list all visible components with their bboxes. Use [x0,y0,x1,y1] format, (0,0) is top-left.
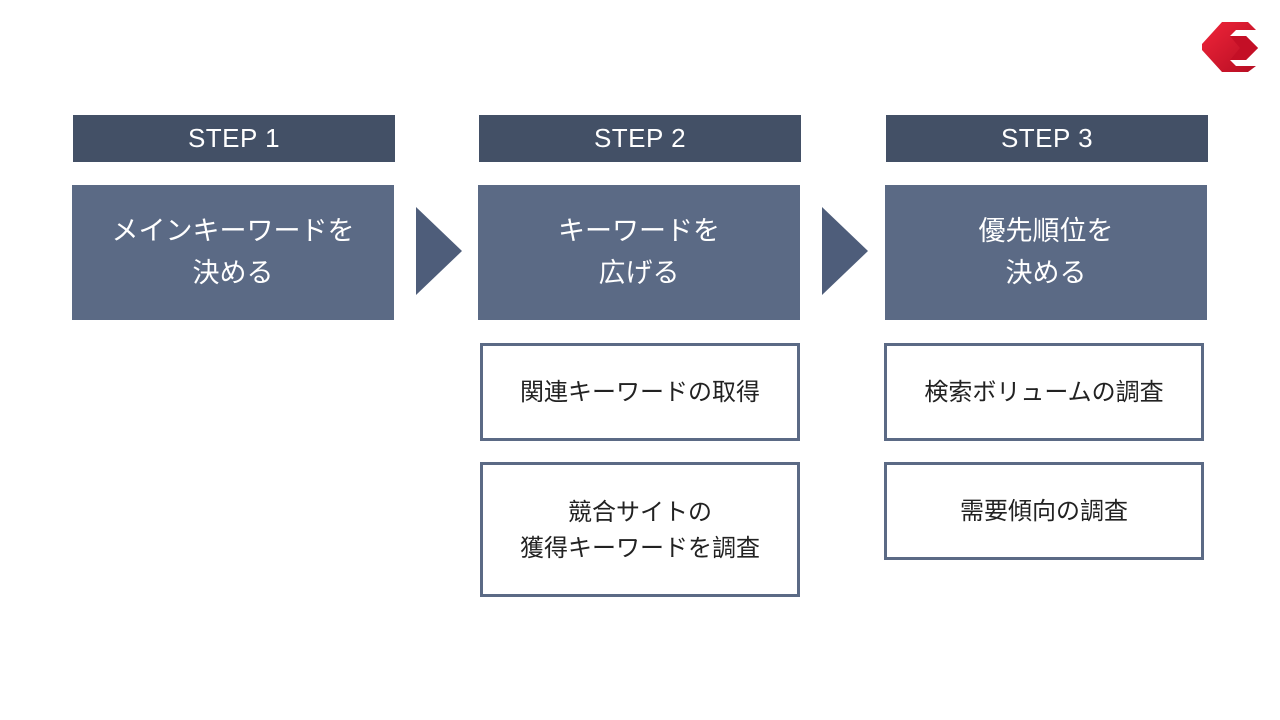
step-3-subtask-2: 需要傾向の調査 [884,462,1204,560]
step-3-subtask-1-label: 検索ボリュームの調査 [924,378,1164,406]
step-1-header: STEP 1 [73,115,395,162]
step-3-title: 優先順位を 決める [978,215,1114,289]
step-2-subtask-1: 関連キーワードの取得 [480,343,800,441]
step-2-subtask-2-label: 競合サイトの 獲得キーワードを調査 [520,497,760,562]
step-2-subtask-2: 競合サイトの 獲得キーワードを調査 [480,462,800,597]
step-1-title: メインキーワードを 決める [111,215,355,289]
step-2-box: キーワードを 広げる [478,185,800,320]
step-3-subtask-1: 検索ボリュームの調査 [884,343,1204,441]
step-1-box: メインキーワードを 決める [72,185,394,320]
chevron-right-icon [822,207,868,295]
step-3-header: STEP 3 [886,115,1208,162]
step-3-subtask-2-label: 需要傾向の調査 [960,497,1128,525]
step-2-subtask-1-label: 関連キーワードの取得 [520,378,760,406]
chevron-right-icon [416,207,462,295]
step-3-box: 優先順位を 決める [885,185,1207,320]
brand-logo-icon [1202,22,1258,72]
step-2-title: キーワードを 広げる [558,215,720,289]
step-2-header: STEP 2 [479,115,801,162]
